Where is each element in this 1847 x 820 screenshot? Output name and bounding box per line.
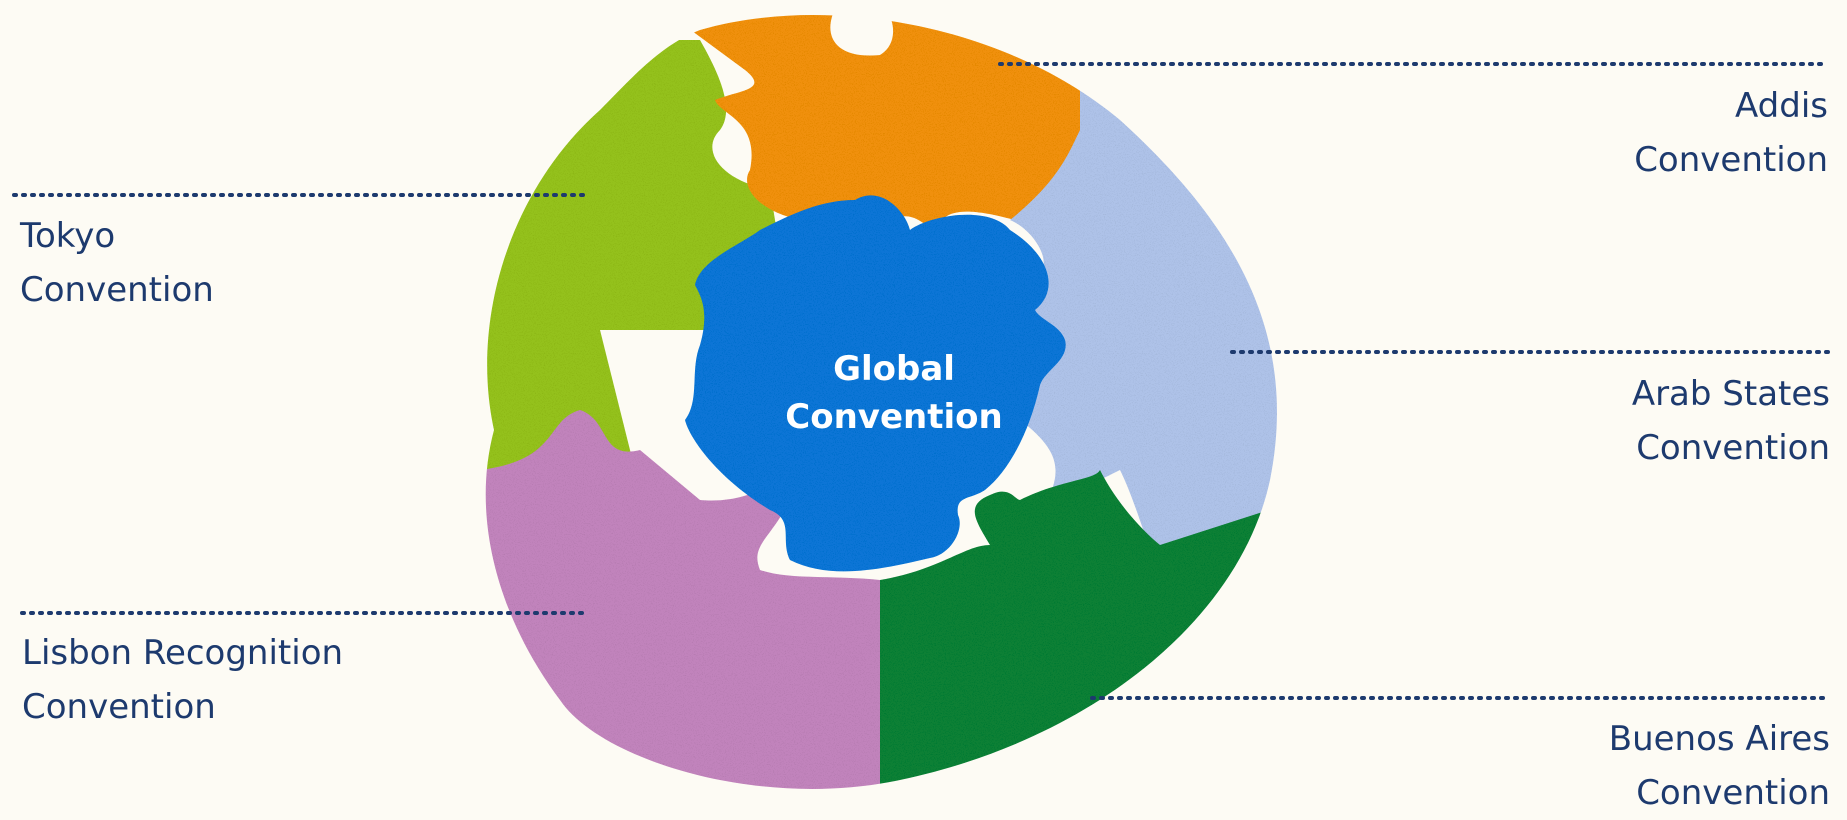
puzzle-ring <box>485 15 1277 789</box>
addis-label-line1: Addis <box>1735 86 1828 126</box>
leader-lines <box>12 62 1830 700</box>
global-convention-label: Global Convention <box>744 345 1044 441</box>
tokyo-label-line2: Convention <box>20 270 214 310</box>
global-convention-line1: Global <box>833 349 955 389</box>
addis-convention-label: Addis Convention <box>1634 79 1828 187</box>
tokyo-convention-label: Tokyo Convention <box>20 209 214 317</box>
arab-states-label-line1: Arab States <box>1631 374 1830 414</box>
arab-states-convention-label: Arab States Convention <box>1632 367 1830 475</box>
lisbon-label-line2: Convention <box>22 687 216 727</box>
addis-label-line2: Convention <box>1634 140 1828 180</box>
global-convention-line2: Convention <box>785 397 1003 437</box>
buenos-aires-label-line1: Buenos Aires <box>1608 719 1830 759</box>
buenos-aires-convention-label: Buenos Aires Convention <box>1609 712 1830 820</box>
addis-puzzle-piece <box>650 15 1120 242</box>
buenos-aires-label-line2: Convention <box>1636 773 1830 813</box>
lisbon-label-line1: Lisbon Recognition <box>22 633 344 673</box>
global-center-puzzle-piece <box>685 195 1066 572</box>
tokyo-label-line1: Tokyo <box>20 216 116 256</box>
lisbon-convention-label: Lisbon Recognition Convention <box>22 626 343 734</box>
arab-states-label-line2: Convention <box>1636 428 1830 468</box>
